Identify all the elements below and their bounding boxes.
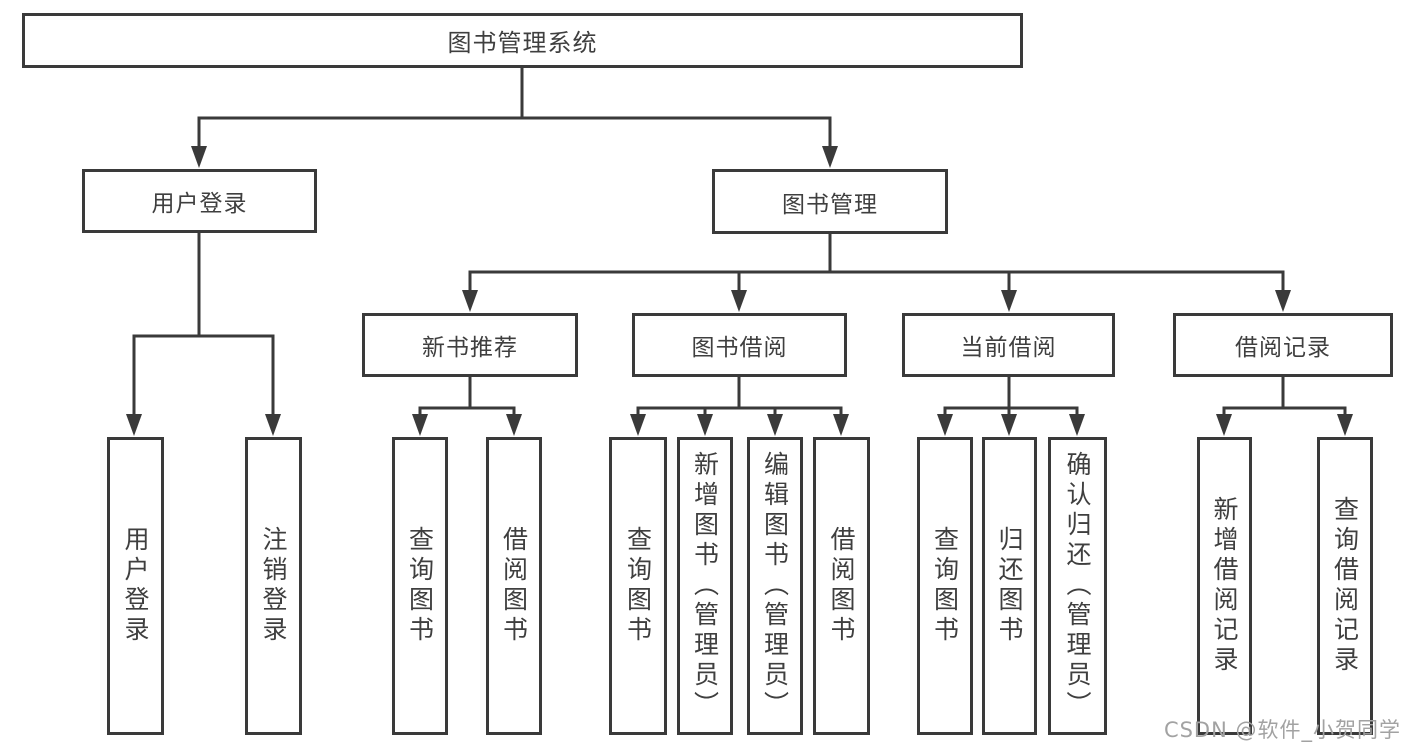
node-library-management-system: 图书管理系统: [22, 13, 1023, 68]
leaf-logout-login: 注销登录: [245, 437, 302, 735]
node-label: 借阅图书: [827, 526, 856, 646]
csdn-watermark: CSDN @软件_小贺同学: [1163, 718, 1401, 742]
node-label: 查询借阅记录: [1330, 496, 1360, 676]
leaf-query-books-borrowing: 查询图书: [609, 437, 667, 735]
node-label: 用户登录: [121, 526, 150, 646]
node-new-book-recommend: 新书推荐: [362, 313, 578, 377]
node-label: 编辑图书（管理员）: [760, 451, 790, 721]
leaf-borrow-books-recommend: 借阅图书: [486, 437, 542, 735]
node-label: 查询图书: [405, 526, 435, 646]
node-label: 新增图书（管理员）: [690, 451, 720, 721]
leaf-return-books: 归还图书: [982, 437, 1037, 735]
leaf-add-borrow-record: 新增借阅记录: [1197, 437, 1252, 735]
leaf-query-books-current: 查询图书: [917, 437, 973, 735]
leaf-edit-book-admin: 编辑图书（管理员）: [747, 437, 803, 735]
node-book-management: 图书管理: [712, 169, 948, 234]
node-book-borrowing: 图书借阅: [632, 313, 847, 377]
node-label: 新书推荐: [422, 335, 518, 361]
leaf-confirm-return-admin: 确认归还（管理员）: [1048, 437, 1107, 735]
node-label: 用户登录: [151, 191, 248, 217]
node-current-borrowing: 当前借阅: [902, 313, 1115, 377]
leaf-query-books-recommend: 查询图书: [392, 437, 448, 735]
node-user-login: 用户登录: [82, 169, 317, 233]
node-label: 图书管理: [782, 191, 878, 218]
node-label: 查询图书: [623, 526, 653, 646]
leaf-borrow-books-borrowing: 借阅图书: [813, 437, 870, 735]
leaf-query-borrow-record: 查询借阅记录: [1317, 437, 1373, 735]
node-label: 归还图书: [995, 526, 1024, 646]
node-label: 借阅图书: [499, 526, 529, 646]
node-label: 图书管理系统: [447, 29, 598, 57]
node-label: 借阅记录: [1235, 335, 1331, 361]
leaf-user-login: 用户登录: [107, 437, 164, 735]
node-label: 确认归还（管理员）: [1063, 451, 1092, 721]
leaf-add-book-admin: 新增图书（管理员）: [677, 437, 733, 735]
node-label: 注销登录: [259, 526, 288, 646]
node-label: 查询图书: [930, 526, 960, 646]
node-label: 当前借阅: [960, 335, 1057, 361]
node-label: 新增借阅记录: [1210, 496, 1239, 676]
node-label: 图书借阅: [691, 335, 788, 361]
node-borrowing-records: 借阅记录: [1173, 313, 1393, 377]
